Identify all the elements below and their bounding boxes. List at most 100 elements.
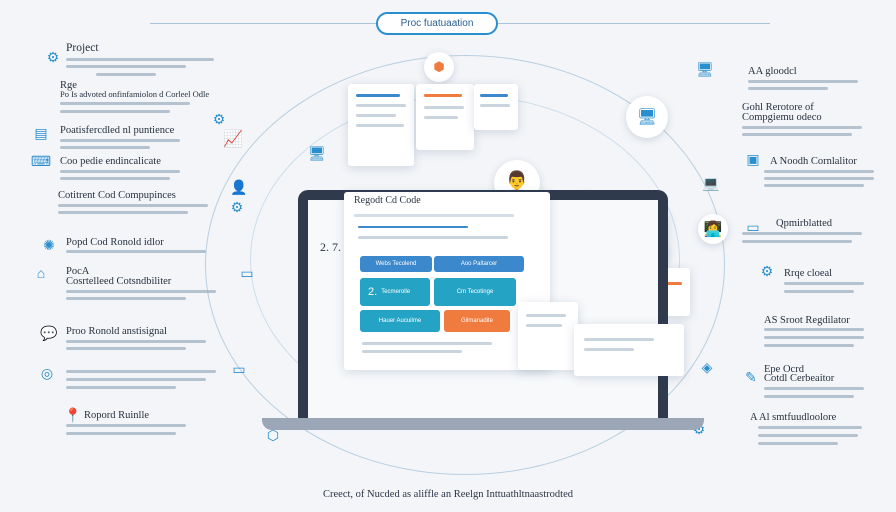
text-placeholder (748, 80, 858, 83)
text-placeholder (742, 133, 852, 136)
right-label: AS Sroot Regdilator (764, 315, 850, 326)
text-placeholder (96, 73, 156, 76)
text-placeholder (356, 124, 404, 127)
text-placeholder (362, 342, 492, 345)
text-placeholder (424, 116, 458, 119)
code-icon: ⌨ (30, 152, 52, 169)
left-label: Popd Cod Ronold idlor (66, 237, 164, 248)
monitor-icon: 🖥 (308, 144, 326, 161)
text-placeholder (748, 87, 828, 90)
right-label: Cotdl Cerbeaitor (764, 373, 835, 384)
text-placeholder (358, 226, 468, 228)
text-placeholder (758, 426, 862, 429)
card-icon: ▭ (746, 218, 760, 235)
text-placeholder (356, 114, 396, 117)
web-button[interactable]: Webs Tecolend (360, 256, 432, 272)
doc-card (416, 84, 474, 150)
text-placeholder (60, 146, 150, 149)
text-placeholder (358, 236, 508, 239)
project-icon: ⚙ (46, 48, 60, 65)
text-placeholder (66, 386, 176, 389)
text-placeholder (60, 102, 190, 105)
text-placeholder (764, 184, 864, 187)
text-placeholder (584, 338, 654, 341)
text-placeholder (764, 170, 874, 173)
text-placeholder (66, 370, 216, 373)
text-placeholder (526, 324, 562, 327)
badge-bubble: ⬢ (424, 52, 454, 82)
left-label: Cosrtelleed Cotsndbiliter (66, 276, 172, 287)
tile-label: Tecmerolle (381, 289, 411, 295)
footer-caption: Creect, of Nucded as aliffle an Reelgn I… (323, 489, 573, 500)
right-label: Gohl Rerotore of (742, 102, 814, 113)
target-icon: ◎ (40, 364, 54, 381)
text-placeholder (784, 282, 864, 285)
text-placeholder (764, 344, 854, 347)
text-placeholder (66, 58, 214, 61)
left-label: Ropord Ruinlle (84, 410, 150, 421)
text-placeholder (362, 350, 462, 353)
side-panel (518, 302, 578, 370)
text-placeholder (66, 424, 186, 427)
text-placeholder (66, 297, 186, 300)
text-placeholder (758, 442, 838, 445)
text-placeholder (526, 314, 566, 317)
right-label: Qpmirblatted (776, 218, 832, 229)
tile-tertiary[interactable]: Hauer Aucuilme (360, 310, 440, 332)
laptop-icon: 💻 (702, 174, 720, 191)
edit-icon: ✎ (745, 368, 757, 385)
text-placeholder (742, 126, 862, 129)
right-label: A Al smtfuudloolore (750, 412, 837, 423)
monitor-icon: 🖥 (696, 60, 714, 77)
tile-number: 2. (368, 286, 378, 298)
person-icon: 👤 (230, 178, 248, 195)
text-placeholder (58, 204, 208, 207)
doc-title: Regodt Cd Code (354, 195, 421, 206)
left-label: Proo Ronold anstisignal (66, 326, 167, 337)
laptop-base (262, 418, 704, 430)
text-placeholder (584, 348, 634, 351)
text-placeholder (66, 65, 186, 68)
app-button[interactable]: Aoo Paltarcer (434, 256, 524, 272)
right-label: Compgiemu odeco (742, 112, 822, 123)
text-placeholder (66, 290, 216, 293)
graph-icon: 📈 (223, 131, 243, 148)
left-label: Project (66, 42, 99, 54)
tile-primary[interactable]: 2. Tecmerolle (360, 278, 430, 306)
text-placeholder (758, 434, 858, 437)
text-placeholder (60, 139, 180, 142)
box-icon: ▣ (746, 150, 760, 167)
screen-badge: 2. 7. (320, 240, 341, 254)
right-label: Rrqe cloeal (784, 268, 833, 279)
right-label: A Noodh Cornlalitor (770, 156, 857, 167)
text-placeholder (66, 378, 206, 381)
header-title: Proc fuatuaation (376, 12, 498, 35)
tile-orange[interactable]: Gilmanadite (444, 310, 510, 332)
orbit-outer (205, 55, 725, 475)
pin-icon: 📍 (64, 406, 82, 423)
text-placeholder (60, 170, 180, 173)
text-placeholder (66, 347, 186, 350)
left-label: Cotitrent Cod Compupinces (58, 190, 176, 201)
window-icon: ▭ (240, 264, 254, 281)
text-placeholder (784, 290, 854, 293)
lock-icon: ⬡ (266, 426, 280, 443)
cube-icon: ◈ (701, 358, 713, 375)
text-placeholder (742, 232, 862, 235)
left-label: Coo pedie endincalicate (60, 156, 161, 167)
left-label: Poatisfercdled nl puntience (60, 125, 175, 136)
side-panel (574, 324, 684, 376)
doc-card (348, 84, 414, 166)
tile-secondary[interactable]: Cm Tecotinge (434, 278, 516, 306)
document-panel: Regodt Cd Code Webs Tecolend Aoo Paltarc… (344, 192, 550, 370)
chart-icon: ▤ (34, 124, 48, 141)
text-placeholder (656, 282, 682, 285)
gear-icon: ⚙ (212, 110, 226, 127)
text-placeholder (424, 94, 462, 97)
text-placeholder (60, 110, 170, 113)
avatar: 👩‍💻 (698, 214, 728, 244)
text-placeholder (60, 177, 170, 180)
text-placeholder (356, 94, 400, 97)
home-icon: ⌂ (36, 265, 46, 281)
text-placeholder (764, 395, 854, 398)
